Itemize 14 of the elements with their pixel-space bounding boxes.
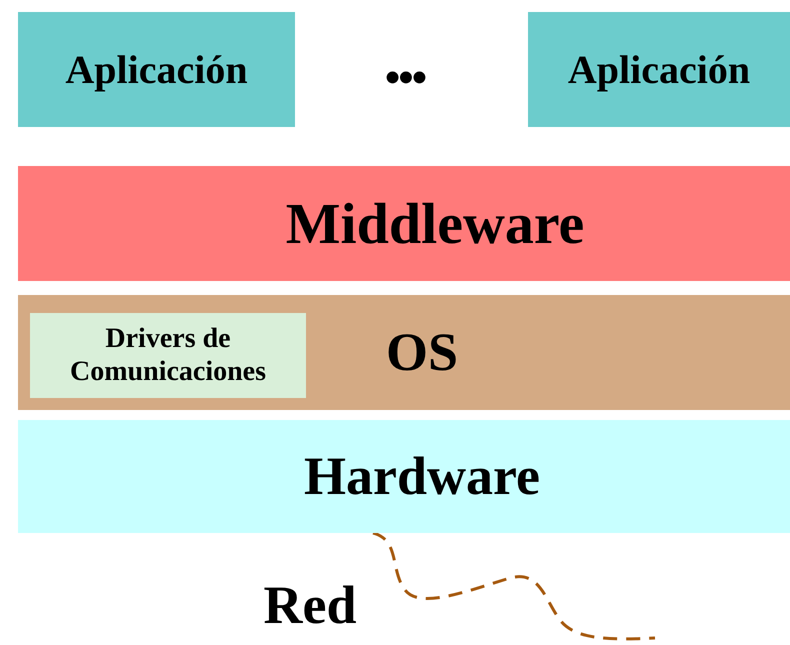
layer-label: OS [386,321,458,384]
layer-box [528,12,790,127]
network-label: Red [262,574,358,637]
layer-box [18,12,295,127]
layer-label: Hardware [304,445,540,508]
layer-box [18,295,790,410]
layer-label: Drivers de Comunicaciones [69,323,267,388]
layer-box [30,313,306,398]
layer-label: Aplicación [568,46,750,94]
layer-box [18,166,790,281]
layer-box [18,420,790,533]
ellipsis-label: ••• [384,52,426,104]
layer-label: Aplicación [65,46,248,94]
layer-label: Middleware [286,190,584,258]
